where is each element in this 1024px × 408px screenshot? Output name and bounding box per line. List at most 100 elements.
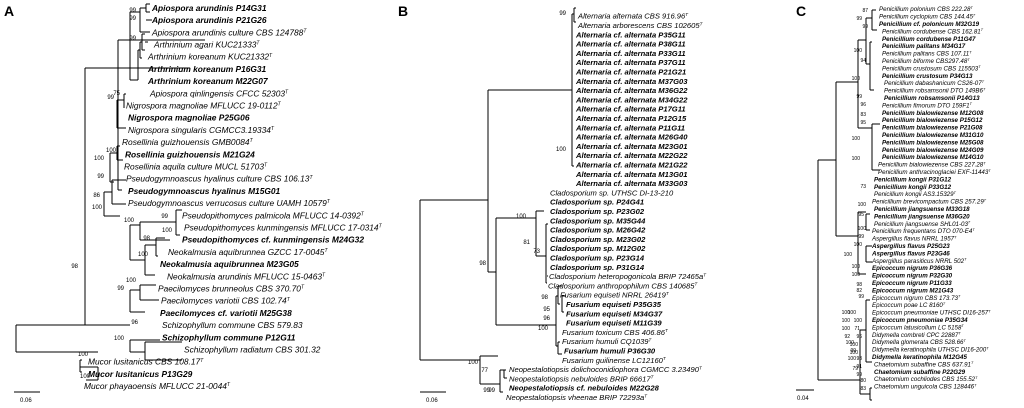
bootstrap-value: 81 (523, 240, 530, 246)
bootstrap-value: 100 (850, 342, 859, 348)
taxon-label: Alternaria cf. alternata P38G11 (575, 40, 686, 49)
taxon-label: Penicillium jiangsuense SHL01-03T (874, 221, 971, 228)
bootstrap-value: 99 (858, 294, 864, 300)
bootstrap-value: 100 (468, 360, 479, 366)
taxon-label: Penicillium kongii AS3.15329T (874, 191, 957, 198)
taxon-label: Pseudopithomyces cf. kunmingensis M24G32 (182, 235, 364, 245)
bootstrap-value: 95 (543, 307, 550, 313)
taxon-label: Penicillium bialowiezense M25G08 (882, 139, 984, 146)
taxon-label: Aspergillus flavus P25G23 (871, 243, 950, 250)
taxon-label: Arthrinium agari KUC21333T (153, 40, 260, 50)
bootstrap-value: 100 (850, 350, 859, 356)
taxon-label: Aspergillus flavus NRRL 1957T (871, 235, 957, 242)
bootstrap-value: 77 (481, 368, 488, 374)
panel-a-scale-bar: 0.06 (14, 391, 40, 404)
taxon-label: Rosellinia guizhouensis GMB0084T (122, 137, 254, 147)
taxon-label: Alternaria cf. alternata M36G22 (575, 86, 688, 95)
bootstrap-value: 99 (856, 16, 862, 22)
bootstrap-value: 83 (860, 386, 866, 392)
taxon-label: Penicillium kongii P33G12 (874, 184, 952, 191)
taxon-label: Penicillium frequentans DTO 070-E4T (872, 228, 975, 235)
taxon-label: Neokalmusia aquibrunnea GZCC 17-0045T (168, 247, 328, 257)
bootstrap-value: 73 (533, 249, 540, 255)
taxon-label: Alternaria cf. alternata M34G22 (575, 95, 688, 104)
taxon-label: Pseudogymnoascus hyalinus M15G01 (128, 186, 281, 196)
bootstrap-value: 99 (862, 24, 868, 30)
taxon-label: Cladosporium sp. M35G44 (550, 216, 646, 225)
bootstrap-value: 93 (856, 356, 862, 362)
bootstrap-value: 82 (856, 288, 862, 294)
taxon-label: Neopestalotiopsis vheenae BRIP 72293aT (506, 393, 648, 402)
taxon-label: Cladosporium sp. P24G41 (550, 198, 644, 207)
taxon-label: Cladosporium sp. M23G02 (550, 235, 646, 244)
bootstrap-value: 96 (860, 102, 866, 108)
taxon-label: Penicillium cyclopium CBS 144.45T (879, 13, 976, 20)
bootstrap-value: 100 (126, 278, 137, 284)
taxon-label: Aspergillus parasiticus NRRL 502T (871, 258, 967, 265)
panel-b-scale-label: 0.06 (426, 398, 438, 404)
taxon-label: Epicoccum poae LC 8160T (872, 302, 946, 309)
bootstrap-value: 98 (541, 295, 548, 301)
taxon-label: Mucor phayaoensis MFLUCC 21-0044T (84, 381, 231, 391)
taxon-label: Chaetomium subaffine P22G29 (874, 369, 966, 376)
bootstrap-value: 86 (93, 193, 100, 199)
panel-c-taxa: Penicillium polonium CBS 222.28TPenicill… (871, 6, 991, 391)
bootstrap-value: 99 (850, 348, 856, 354)
bootstrap-value: 99 (483, 388, 490, 394)
bootstrap-value: 95 (858, 212, 864, 218)
panel-a-tree (15, 3, 205, 381)
bootstrap-value: 98 (856, 282, 862, 288)
taxon-label: Neopestalotiopsis dolichoconidiophora CG… (509, 365, 703, 374)
taxon-label: Alternaria cf. alternata M33G03 (575, 179, 688, 188)
taxon-label: Epicoccum nigrum P36G36 (872, 265, 953, 272)
taxon-label: Neokalmusia arundinis MFLUCC 15-0463T (167, 271, 326, 281)
taxon-label: Penicillium bialowiezense M12G08 (882, 110, 984, 117)
taxon-label: Pseudopithomyces kunmingensis MFLUCC 17-… (184, 223, 383, 233)
taxon-label: Chaetomium unguicola CBS 128446T (874, 383, 977, 390)
taxon-label: Alternaria cf. alternata M37G03 (575, 77, 688, 86)
bootstrap-value: 100 (842, 310, 851, 316)
taxon-label: Rosellinia guizhouensis M21G24 (125, 149, 255, 159)
bootstrap-value: 100 (852, 264, 861, 270)
bootstrap-value: 99 (856, 94, 862, 100)
bootstrap-value: 79 (852, 366, 858, 372)
taxon-label: Didymella keratinophila UTHSC DI16-200T (872, 346, 989, 353)
bootstrap-value: 96 (131, 320, 138, 326)
bootstrap-value: 99 (107, 95, 114, 101)
bootstrap-value: 75 (113, 91, 120, 97)
panel-c: C Penicillium polonium CBS 222.28TPenici… (796, 3, 991, 402)
bootstrap-value: 100 (138, 252, 149, 258)
bootstrap-value: 100 (106, 148, 117, 154)
taxon-label: Penicillium jiangsuense M36G20 (874, 213, 970, 220)
panel-a-scale-label: 0.06 (20, 398, 32, 404)
bootstrap-value: 91 (856, 364, 862, 370)
taxon-label: Penicillium bialowiezense P21G08 (882, 125, 983, 132)
bootstrap-value: 100 (852, 76, 861, 82)
taxon-label: Penicillium bialowiezense P15G12 (882, 117, 983, 124)
taxon-label: Rosellinia aquila culture MUCL 51703T (124, 162, 268, 172)
taxon-label: Apiospora arundinis culture CBS 124788T (151, 27, 307, 37)
taxon-label: Alternaria arborescens CBS 102605T (577, 21, 704, 30)
taxon-label: Alternaria cf. alternata P21G21 (575, 67, 686, 76)
taxon-label: Penicillium bialowiezense CBS 227.28T (878, 161, 986, 168)
taxon-label: Mucor lusitanicus P13G29 (88, 369, 193, 379)
taxon-label: Fusarium humuli P36G30 (564, 346, 656, 355)
bootstrap-value: 100 (124, 218, 135, 224)
bootstrap-value: 100 (858, 226, 867, 232)
taxon-label: Penicillium polonium CBS 222.28T (879, 6, 974, 13)
taxon-label: Fusarium equiseti P35G35 (566, 300, 662, 309)
taxon-label: Cladosporium sp. P23G14 (550, 253, 645, 262)
taxon-label: Penicillium dabashanicum CS26-07T (884, 80, 985, 87)
taxon-label: Nigrospora magnoliae P25G06 (128, 113, 250, 123)
bootstrap-value: 92 (844, 334, 850, 340)
taxon-label: Penicillium anthracinoglaciei EXF-11443T (878, 169, 991, 176)
taxon-label: Alternaria alternata CBS 916.96T (577, 12, 689, 21)
bootstrap-value: 100 (114, 336, 125, 342)
taxon-label: Didymella combreti CPC 22887T (872, 332, 961, 339)
taxon-label: Fusarium humuli CQ1039T (562, 337, 653, 346)
taxon-label: Penicillium cordubense CBS 162.81T (882, 28, 984, 35)
bootstrap-value: 73 (860, 184, 866, 190)
taxon-label: Alternaria cf. alternata M13G01 (575, 170, 687, 179)
taxon-label: Alternaria cf. alternata P33G11 (575, 49, 686, 58)
